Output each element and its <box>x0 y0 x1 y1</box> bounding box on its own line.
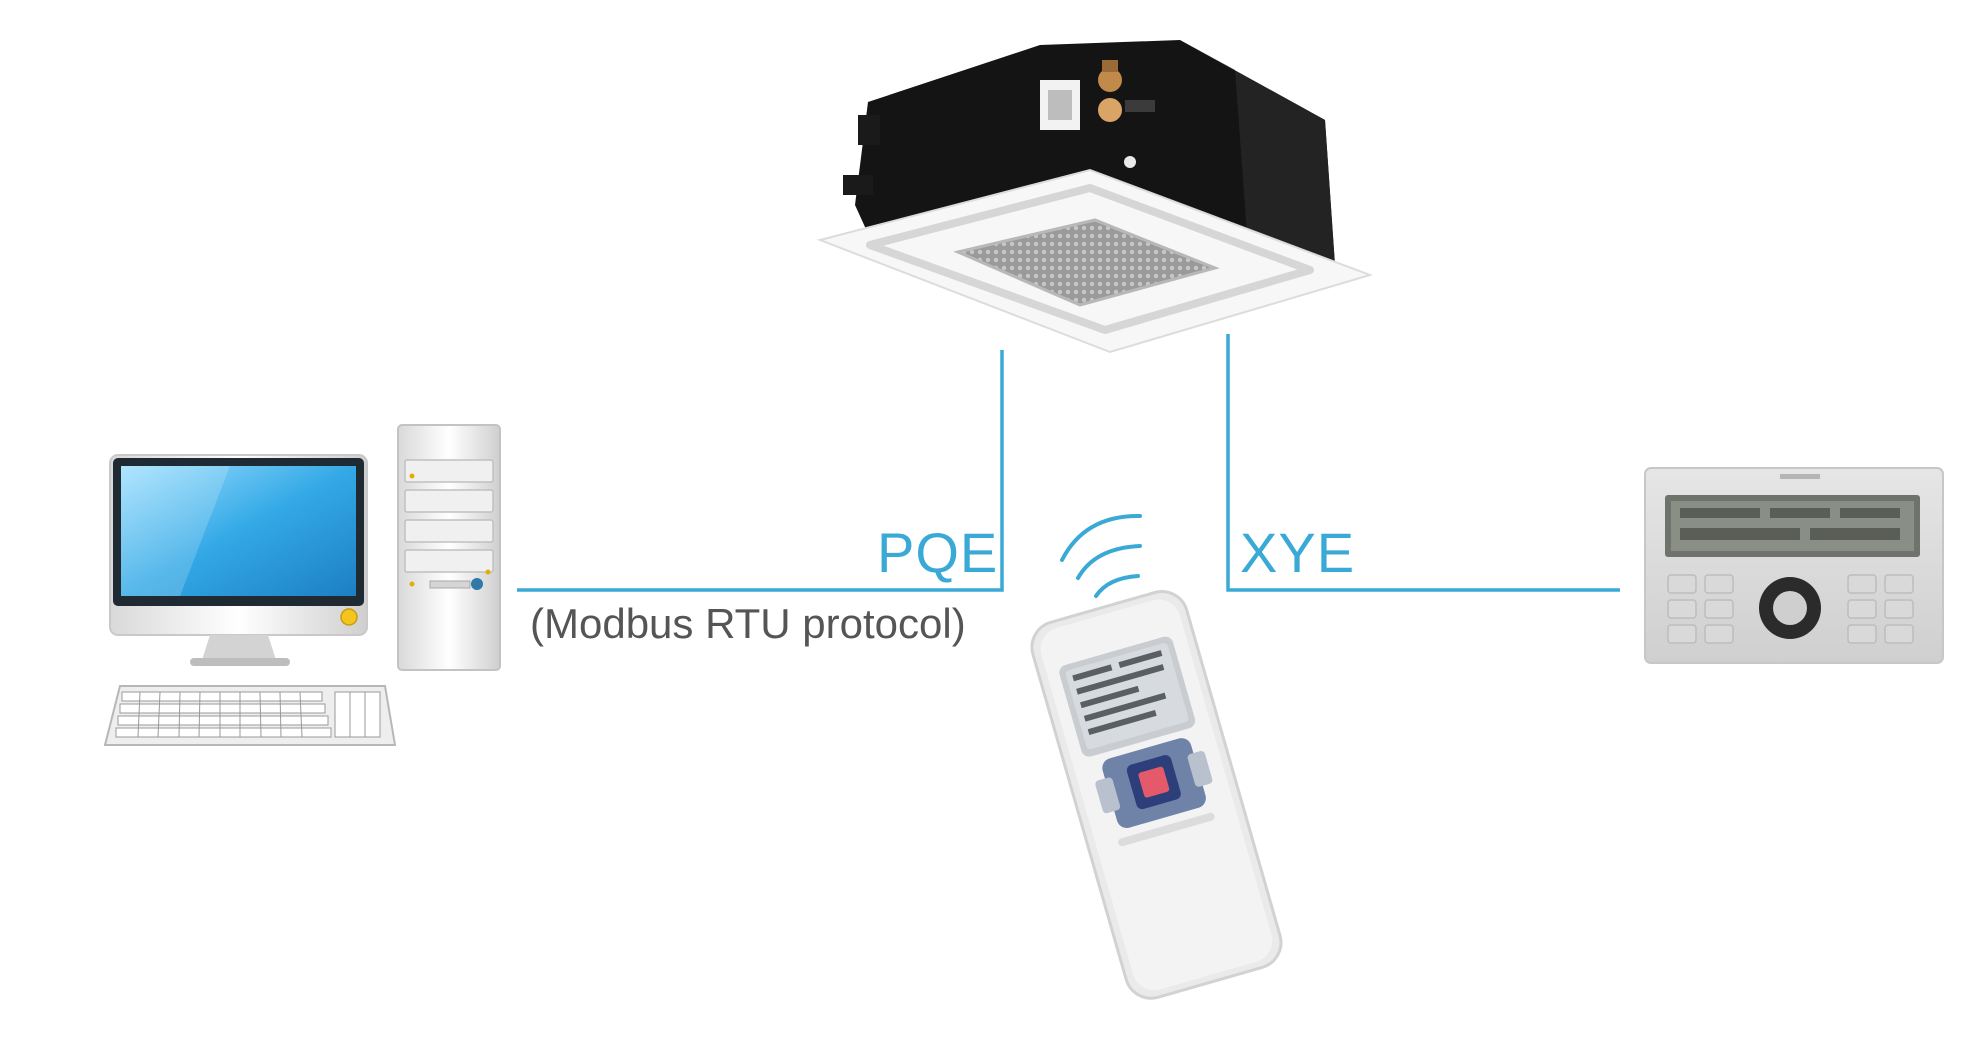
pqe-wire <box>517 350 1004 592</box>
xye-wire <box>1226 334 1620 592</box>
ceiling-cassette-ac-icon <box>816 40 1374 354</box>
pqe-label: PQE <box>877 521 999 584</box>
desktop-computer-icon <box>103 424 501 746</box>
xye-label: XYE <box>1240 521 1356 584</box>
protocol-label: (Modbus RTU protocol) <box>530 600 966 647</box>
ir-remote-control-icon <box>1030 590 1283 1000</box>
wireless-signal-icon <box>1060 513 1142 598</box>
wired-controller-icon <box>1644 467 1944 664</box>
